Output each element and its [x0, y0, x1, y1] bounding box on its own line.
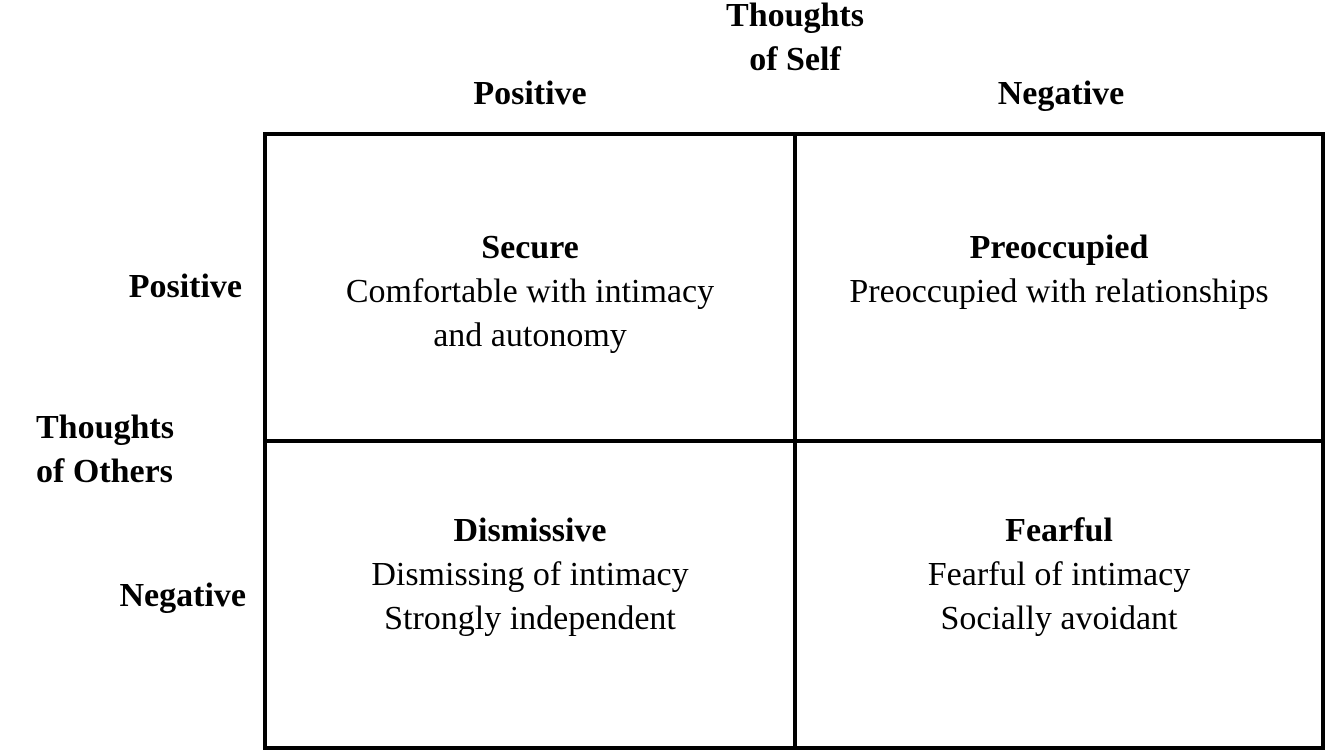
quadrant-description: Preoccupied with relationships — [849, 273, 1269, 310]
column-label-negative: Negative — [997, 75, 1125, 112]
self-axis-title: Thoughts of Self — [590, 0, 1000, 82]
others-axis-title-line-1: Thoughts — [36, 409, 174, 446]
others-axis-title-line-2: of Others — [36, 453, 173, 490]
quadrant-dismissive: Dismissive Dismissing of intimacy Strong… — [267, 443, 797, 746]
quadrant-description: Strongly independent — [384, 600, 676, 637]
quadrant-description: and autonomy — [433, 317, 627, 354]
quadrant-name: Fearful — [1005, 512, 1113, 549]
row-label-positive: Positive — [128, 268, 242, 305]
quadrant-description: Socially avoidant — [940, 600, 1178, 637]
quadrant-description: Comfortable with intimacy — [345, 273, 715, 310]
quadrant-preoccupied: Preoccupied Preoccupied with relationshi… — [797, 136, 1321, 443]
quadrant-name: Secure — [481, 229, 579, 266]
quadrant-description: Dismissing of intimacy — [371, 556, 689, 593]
quadrant-description: Fearful of intimacy — [927, 556, 1191, 593]
row-label-negative: Negative — [119, 577, 246, 614]
others-axis-title: Thoughts of Others — [36, 406, 174, 494]
quadrant-name: Preoccupied — [969, 229, 1149, 266]
attachment-grid: Secure Comfortable with intimacy and aut… — [263, 132, 1325, 750]
column-label-positive: Positive — [473, 75, 587, 112]
self-axis-title-line-1: Thoughts — [726, 0, 864, 34]
quadrant-name: Dismissive — [453, 512, 607, 549]
self-axis-title-line-2: of Self — [749, 41, 841, 78]
quadrant-fearful: Fearful Fearful of intimacy Socially avo… — [797, 443, 1321, 746]
quadrant-secure: Secure Comfortable with intimacy and aut… — [267, 136, 797, 443]
